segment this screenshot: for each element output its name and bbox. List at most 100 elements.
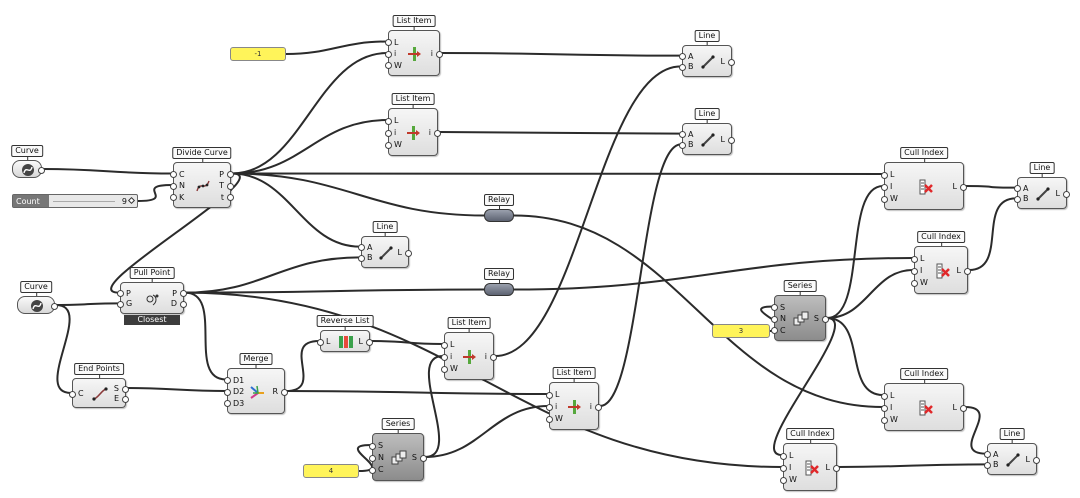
output-port[interactable] xyxy=(728,136,735,144)
input-port[interactable] xyxy=(385,129,392,137)
output-port[interactable] xyxy=(366,338,373,346)
output-port[interactable] xyxy=(964,267,971,275)
input-port[interactable] xyxy=(69,390,76,398)
input-port[interactable] xyxy=(117,300,124,308)
output-port[interactable] xyxy=(490,353,497,361)
input-port[interactable] xyxy=(385,39,392,46)
input-port[interactable] xyxy=(385,117,392,125)
input-port[interactable] xyxy=(911,279,918,287)
output-port[interactable] xyxy=(180,300,187,308)
input-port[interactable] xyxy=(369,442,376,450)
output-port[interactable] xyxy=(960,404,967,412)
input-port[interactable] xyxy=(780,452,787,460)
input-port[interactable] xyxy=(170,171,177,178)
input-port[interactable] xyxy=(546,415,553,423)
output-port[interactable] xyxy=(420,454,427,462)
input-port[interactable] xyxy=(911,255,918,263)
panel2-number-panel[interactable]: 3 xyxy=(712,324,770,338)
output-port[interactable] xyxy=(38,166,45,174)
slider-handle-icon[interactable] xyxy=(127,196,136,205)
slider-track[interactable] xyxy=(53,201,115,202)
input-port[interactable] xyxy=(369,454,376,462)
relay1-relay[interactable] xyxy=(484,209,514,222)
input-port[interactable] xyxy=(224,400,231,407)
input-port[interactable] xyxy=(1014,185,1021,193)
input-port[interactable] xyxy=(546,403,553,411)
panel3-number-panel[interactable]: 4 xyxy=(303,464,359,478)
input-port[interactable] xyxy=(911,267,918,275)
output-port[interactable] xyxy=(595,403,602,411)
output-port[interactable] xyxy=(728,58,735,66)
input-port[interactable] xyxy=(780,476,787,484)
solver-option[interactable]: Closest xyxy=(124,315,180,325)
input-port[interactable] xyxy=(441,365,448,373)
output-port[interactable] xyxy=(1033,456,1040,464)
input-port[interactable] xyxy=(1014,195,1021,203)
input-port[interactable] xyxy=(117,290,124,298)
input-port[interactable] xyxy=(358,244,365,252)
output-port[interactable] xyxy=(405,249,412,257)
output-port[interactable] xyxy=(822,315,829,323)
input-port[interactable] xyxy=(170,194,177,201)
output-port[interactable] xyxy=(180,290,187,298)
input-port[interactable] xyxy=(881,404,888,412)
input-port[interactable] xyxy=(881,183,888,191)
relay2-relay[interactable] xyxy=(484,283,514,296)
input-port[interactable] xyxy=(771,327,778,334)
input-port[interactable] xyxy=(317,338,324,346)
output-port[interactable] xyxy=(227,194,234,201)
input-port[interactable] xyxy=(984,461,991,469)
output-port[interactable] xyxy=(122,395,129,403)
output-port[interactable] xyxy=(227,171,234,178)
input-port[interactable] xyxy=(679,131,686,139)
panel1-number-panel[interactable]: -1 xyxy=(230,47,286,61)
input-port[interactable] xyxy=(881,416,888,424)
input-port[interactable] xyxy=(679,141,686,149)
input-port[interactable] xyxy=(385,50,392,58)
input-port[interactable] xyxy=(358,254,365,262)
input-port[interactable] xyxy=(224,377,231,384)
output-port[interactable] xyxy=(281,388,288,396)
input-port[interactable] xyxy=(984,451,991,459)
output-port[interactable] xyxy=(434,129,441,137)
input-port[interactable] xyxy=(679,63,686,71)
input-port[interactable] xyxy=(881,392,888,400)
output-port[interactable] xyxy=(436,50,443,58)
input-port[interactable] xyxy=(679,53,686,61)
output-port[interactable] xyxy=(833,464,840,472)
curve2-param[interactable] xyxy=(17,296,58,314)
output-port[interactable] xyxy=(227,182,234,190)
input-port[interactable] xyxy=(780,464,787,472)
input-port[interactable] xyxy=(771,315,778,323)
input-port[interactable] xyxy=(385,62,392,69)
input-port[interactable] xyxy=(881,195,888,203)
curve1-param[interactable] xyxy=(12,160,45,178)
input-port[interactable] xyxy=(224,388,231,396)
input-port[interactable] xyxy=(441,341,448,349)
input-port[interactable] xyxy=(771,304,778,311)
input-port[interactable] xyxy=(385,141,392,149)
input-port[interactable] xyxy=(170,182,177,190)
output-port[interactable] xyxy=(1063,190,1070,198)
input-port[interactable] xyxy=(881,171,888,179)
